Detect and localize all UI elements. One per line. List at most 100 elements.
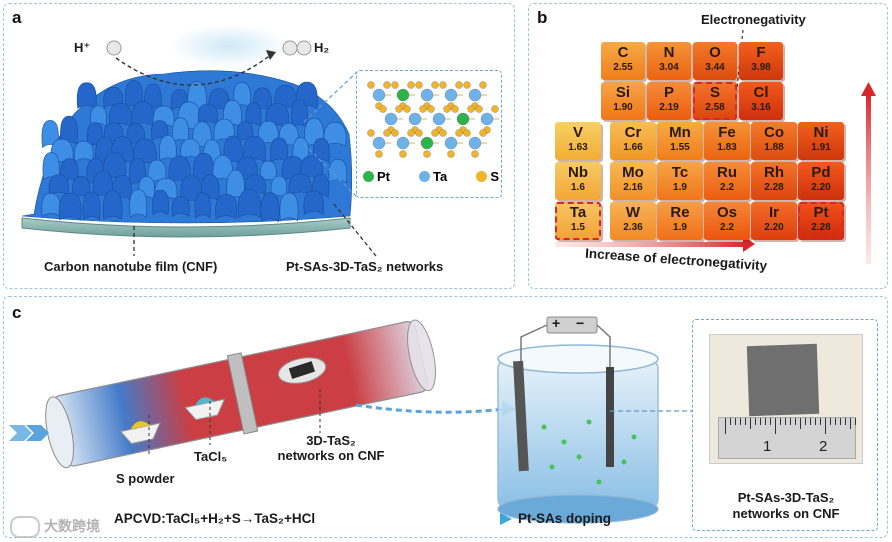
ruler-tick <box>810 418 811 425</box>
electronegativity-value: 1.5 <box>571 222 585 233</box>
element-symbol: Pt <box>813 204 829 221</box>
s-atom <box>451 105 459 113</box>
electronegativity-value: 1.90 <box>613 102 633 113</box>
electronegativity-value: 2.58 <box>705 102 725 113</box>
ruler-tick <box>795 418 796 425</box>
petal-sheet <box>76 82 97 109</box>
ruler-tick <box>775 418 776 434</box>
ruler-tick <box>820 418 821 425</box>
element-symbol: Si <box>615 84 631 101</box>
electronegativity-title: Electronegativity <box>701 12 806 27</box>
electronegativity-value: 2.20 <box>764 222 784 233</box>
s-atom <box>455 81 463 89</box>
electronegativity-value: 1.63 <box>568 142 588 153</box>
petal-sheet <box>151 120 169 142</box>
ruler-tick <box>805 418 806 425</box>
s-atom-icon <box>476 171 488 182</box>
element-symbol: Mn <box>669 124 691 141</box>
s-atom <box>467 105 475 113</box>
s-atom <box>379 105 387 113</box>
ruler-tick <box>855 418 856 425</box>
petal-sheet <box>58 192 82 221</box>
ruler-tick <box>850 418 851 429</box>
element-symbol: C <box>617 44 629 61</box>
petal-sheet <box>74 140 94 163</box>
element-symbol: F <box>756 44 766 61</box>
petal-sheet <box>48 174 69 196</box>
proton-ion <box>106 40 122 56</box>
apcvd-reaction: APCVD:TaCl₅+H₂+S→TaS₂+HCl <box>114 511 316 526</box>
element-symbol: Ru <box>717 164 737 181</box>
ta-atom <box>372 88 386 102</box>
s-atom <box>439 81 447 89</box>
electronegativity-value: 1.66 <box>623 142 643 153</box>
petal-sheet <box>290 99 308 129</box>
s-powder-label: S powder <box>116 471 175 486</box>
petal-sheet <box>288 173 312 196</box>
element-symbol: Nb <box>568 164 588 181</box>
petal-sheet <box>42 152 60 181</box>
element-symbol: Ta <box>569 204 587 221</box>
petal-sheet <box>171 196 190 217</box>
ta-atom <box>444 136 458 150</box>
s-atom <box>423 150 431 158</box>
electronegativity-value: 2.20 <box>811 182 831 193</box>
petal-sheet <box>197 103 219 125</box>
ta-atom <box>468 136 482 150</box>
petal-sheet <box>245 102 262 128</box>
petal-sheet <box>102 190 123 220</box>
electronegativity-value: 1.88 <box>764 142 784 153</box>
petal-sheet <box>233 81 251 109</box>
electronegativity-value: 1.83 <box>717 142 737 153</box>
ruler-tick <box>830 418 831 425</box>
petal-sheet <box>129 189 147 218</box>
electronegativity-value: 1.55 <box>670 142 690 153</box>
ruler-tick <box>765 418 766 425</box>
ruler-mark-1: 1 <box>763 438 772 455</box>
petal-sheet <box>243 135 266 163</box>
s-atom <box>383 81 391 89</box>
panel-c: c <box>3 296 888 538</box>
s-atom <box>455 129 463 137</box>
ruler-tick <box>845 418 846 425</box>
petal-sheet <box>258 120 279 146</box>
pt-atom <box>396 88 410 102</box>
electronegativity-value: 3.98 <box>751 62 771 73</box>
petal-sheet <box>270 137 288 163</box>
electrode-plus: + <box>552 315 561 331</box>
electronegativity-value: 1.9 <box>673 222 687 233</box>
petal-sheets <box>41 80 348 223</box>
petal-sheet <box>168 155 191 184</box>
water-splash <box>169 24 289 68</box>
element-symbol: Pd <box>811 164 831 181</box>
element-symbol: Os <box>716 204 737 221</box>
ruler-tick <box>740 418 741 425</box>
petal-sheet <box>147 159 167 184</box>
proton-label: H⁺ <box>74 40 91 55</box>
petal-sheet <box>328 158 348 184</box>
electronegativity-value: 2.28 <box>764 182 784 193</box>
ta-atom <box>420 88 434 102</box>
s-atom <box>407 81 415 89</box>
ruler-tick <box>750 418 751 429</box>
ta-atom <box>480 112 494 126</box>
electronegativity-value: 3.04 <box>659 62 679 73</box>
petal-sheet <box>279 192 299 222</box>
petal-sheet <box>312 138 330 163</box>
ruler-tick <box>785 418 786 425</box>
electronegativity-value: 3.44 <box>705 62 725 73</box>
